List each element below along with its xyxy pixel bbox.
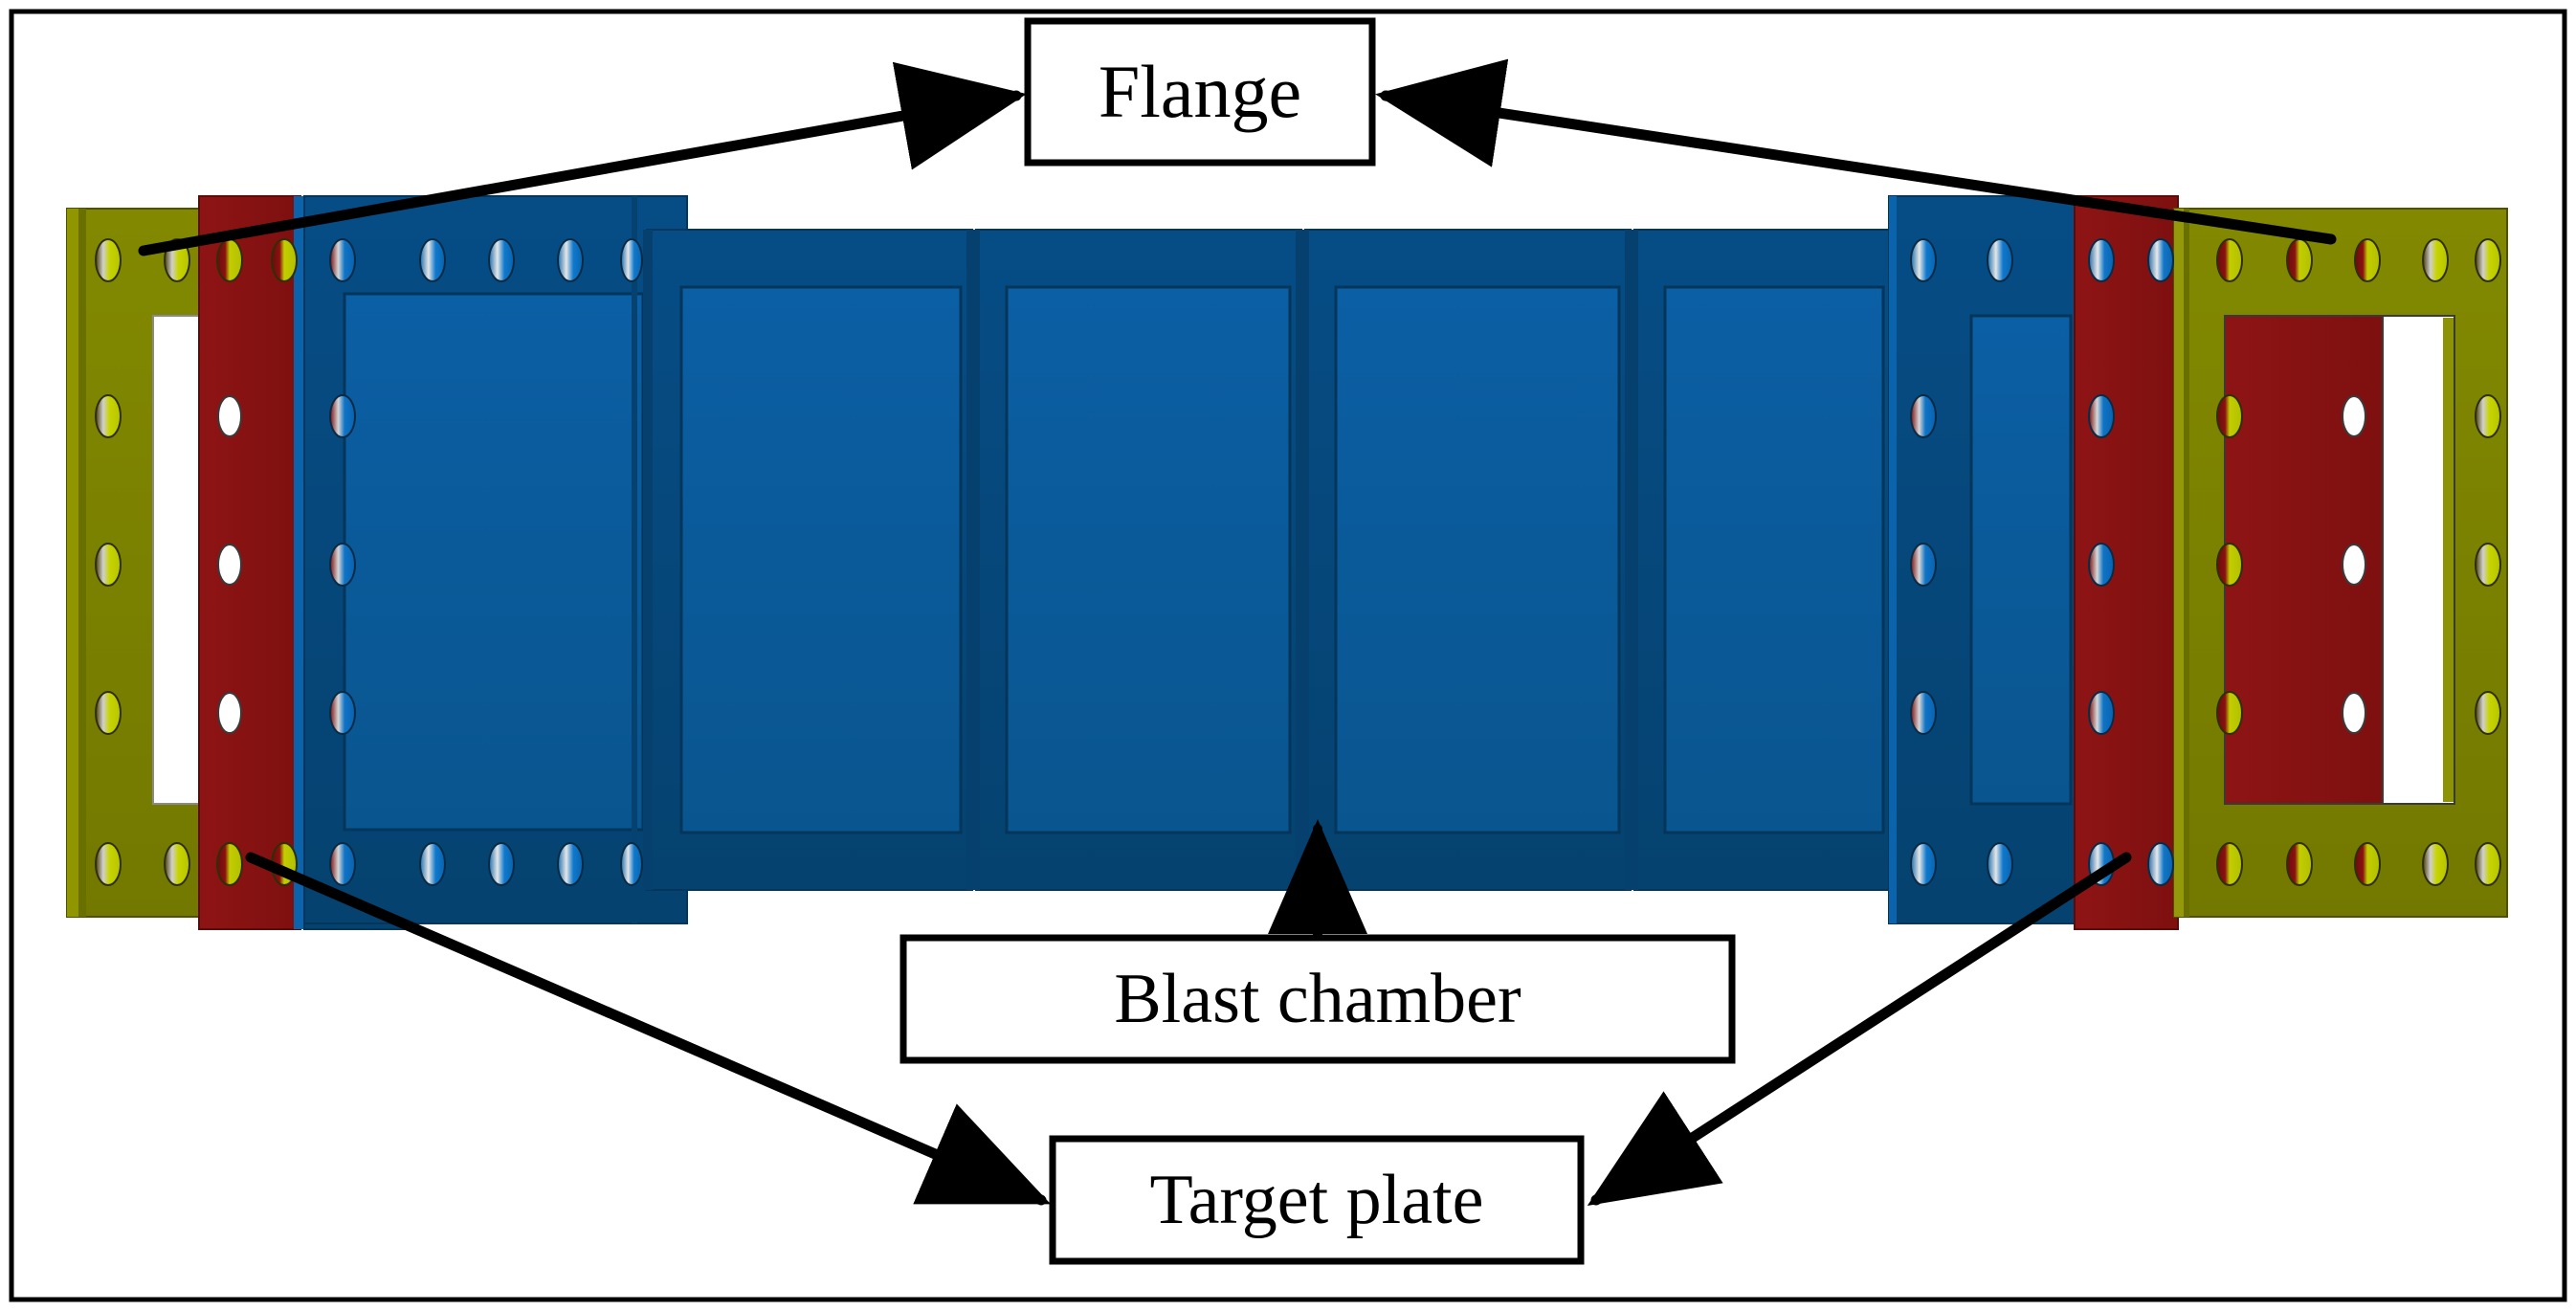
- target-plate-left-holes: [216, 238, 298, 886]
- left-end-assembly: [66, 195, 688, 930]
- label-target-plate-text: Target plate: [1150, 1161, 1484, 1239]
- chamber-segment-3: [1304, 229, 1632, 891]
- label-target-plate[interactable]: Target plate: [1049, 1135, 1585, 1265]
- target-plate-left[interactable]: [198, 195, 301, 930]
- blast-chamber-body[interactable]: [643, 229, 1896, 891]
- right-end-assembly: [1888, 195, 2508, 930]
- flange-right-arrow: [1375, 58, 2337, 245]
- label-flange[interactable]: Flange: [1024, 17, 1376, 167]
- chamber-segment-4: [1633, 229, 1896, 891]
- target-plate-right-arrow: [1587, 852, 2132, 1206]
- label-flange-text: Flange: [1099, 50, 1301, 133]
- target-plate-left-arrow: [245, 852, 1052, 1206]
- label-blast-chamber-text: Blast chamber: [1114, 960, 1521, 1038]
- flange-left-arrow: [138, 61, 1027, 256]
- inner-target-plate-right-holes: [2342, 395, 2366, 734]
- leader-arrows: [138, 58, 2337, 1206]
- chamber-endplate-left: [303, 195, 688, 924]
- flange-right-bolt-holes: [2216, 238, 2501, 886]
- chamber-segment-2: [975, 229, 1302, 891]
- chamber-segment-1: [646, 229, 973, 891]
- label-blast-chamber[interactable]: Blast chamber: [899, 934, 1736, 1064]
- chamber-left-bolt-holes: [329, 238, 643, 886]
- chamber-right-bolt-holes: [1910, 238, 2013, 886]
